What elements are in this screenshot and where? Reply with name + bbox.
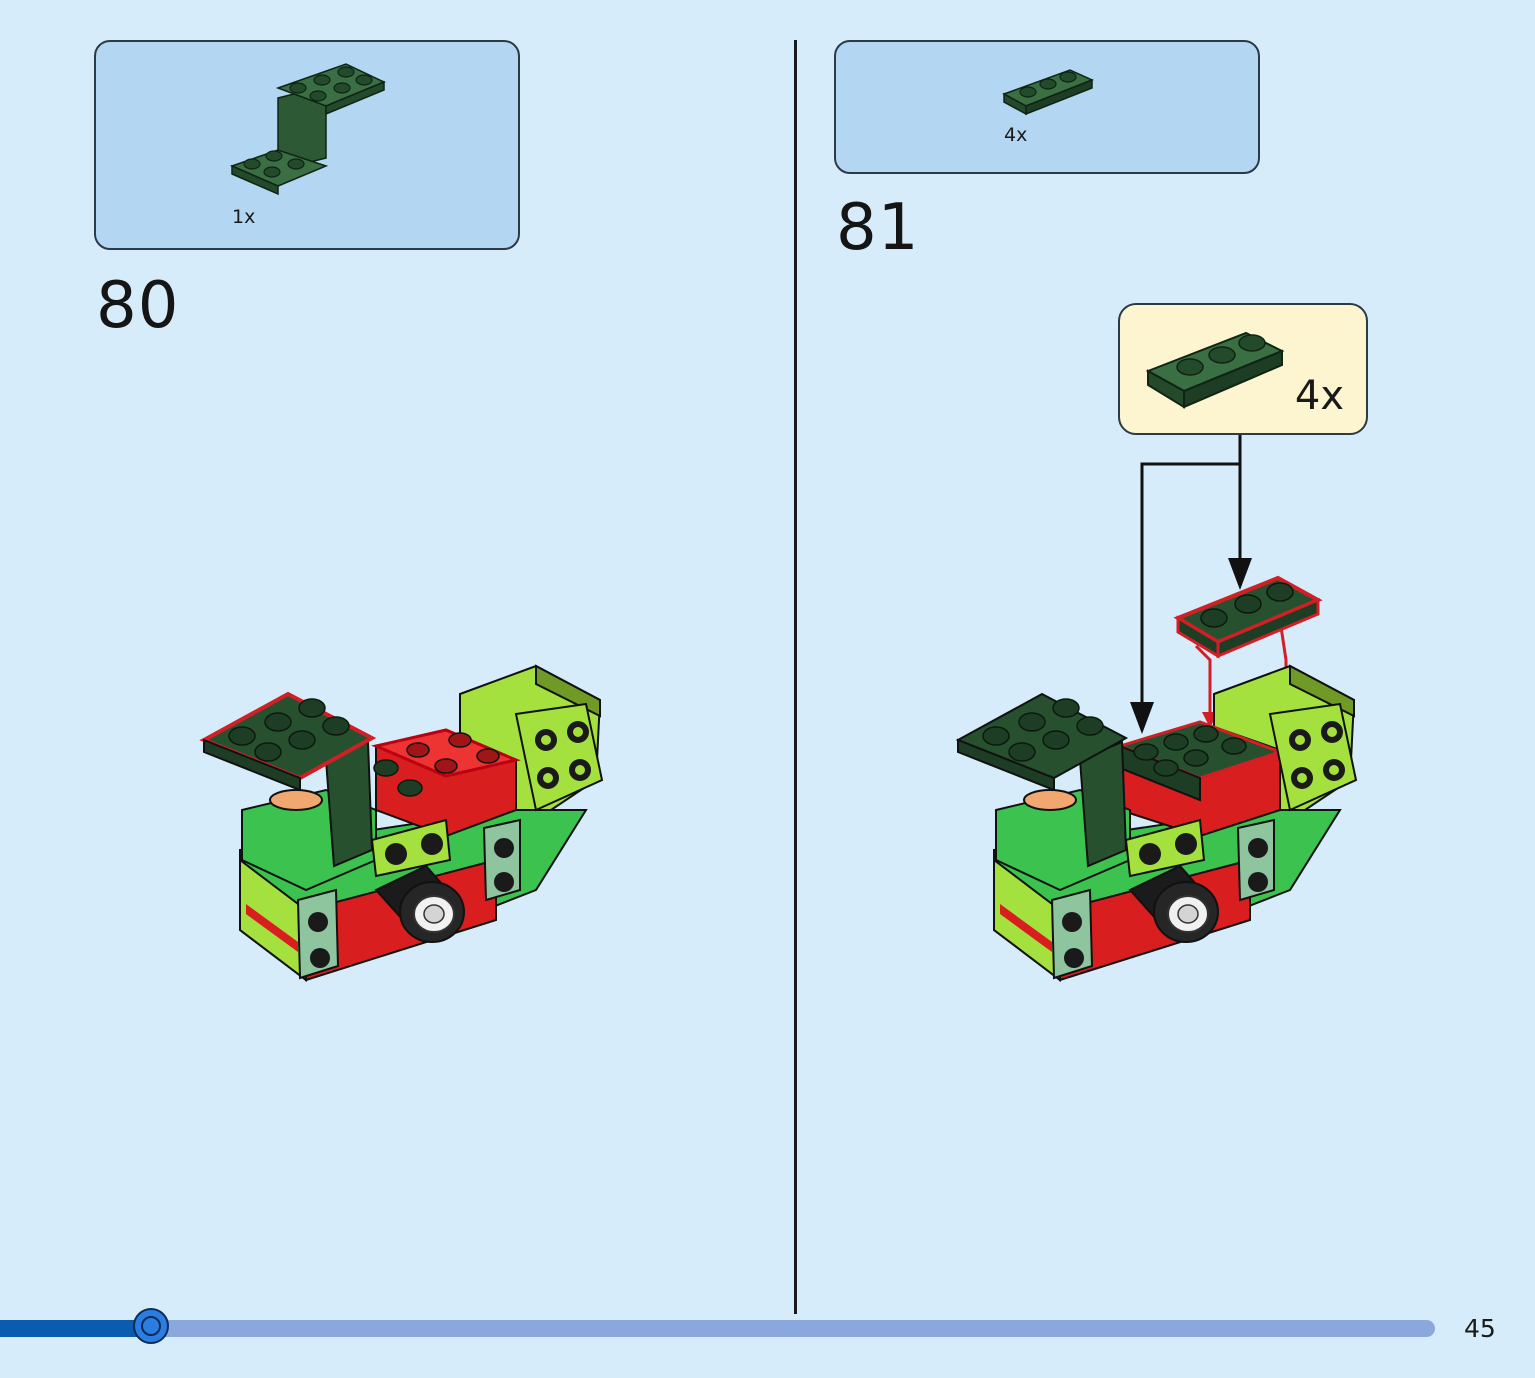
parts-list-step-81: 4x xyxy=(834,40,1260,174)
dark-green-bracket-icon xyxy=(229,63,386,196)
progress-bar xyxy=(0,1308,1435,1344)
page-number: 45 xyxy=(1464,1314,1496,1343)
step-divider xyxy=(794,40,797,1314)
part-quantity: 1x xyxy=(232,206,256,228)
model-illustration-step-80 xyxy=(199,664,604,983)
model-illustration-step-81 xyxy=(955,664,1358,983)
progress-knob-icon xyxy=(133,1308,169,1344)
dark-green-plate-1x3-icon xyxy=(1173,575,1323,659)
dark-green-plate-1x3-icon xyxy=(1145,331,1285,409)
dark-green-plate-1x3-icon xyxy=(1002,69,1094,116)
progress-fill xyxy=(0,1320,151,1337)
step-number: 80 xyxy=(96,269,180,343)
parts-list-step-80: 1x xyxy=(94,40,520,250)
part-quantity: 4x xyxy=(1004,124,1028,146)
step-number: 81 xyxy=(836,191,920,265)
sub-assembly-callout: 4x xyxy=(1118,303,1368,435)
callout-quantity: 4x xyxy=(1294,373,1344,419)
